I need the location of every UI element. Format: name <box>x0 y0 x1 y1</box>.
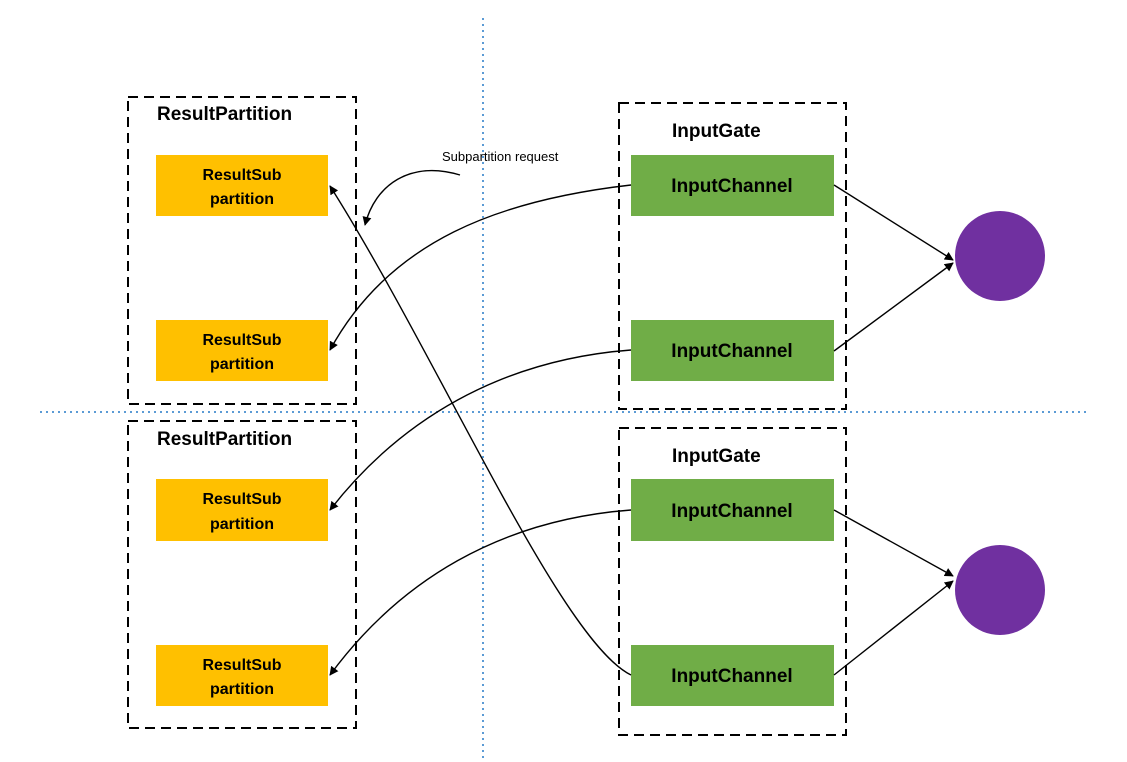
input-gate-1: InputGate InputChannel InputChannel <box>618 102 847 410</box>
edge-channel-2-1-to-subpartition-2-2 <box>329 509 632 676</box>
result-partition-2-border <box>127 420 357 729</box>
input-gate-2-title: InputGate <box>672 446 761 467</box>
input-gate-1-title: InputGate <box>672 121 761 142</box>
edge-channel-2-2-to-node-2 <box>833 580 954 676</box>
input-gate-2: InputGate InputChannel InputChannel <box>618 427 847 736</box>
edge-channel-1-1-to-subpartition-1-2 <box>329 184 632 351</box>
result-subpartition-2-1: ResultSub partition <box>156 479 328 541</box>
input-channel-2-2: InputChannel <box>631 645 834 706</box>
input-channel-1-1-box <box>631 155 834 216</box>
input-channel-2-2-box <box>631 645 834 706</box>
subpartition-request-label: Subpartition request <box>442 149 559 164</box>
input-channel-1-1: InputChannel <box>631 155 834 216</box>
input-channel-1-1-label: InputChannel <box>671 176 792 197</box>
input-channel-1-2: InputChannel <box>631 320 834 381</box>
input-channel-1-2-label: InputChannel <box>671 341 792 362</box>
result-partition-2-title: ResultPartition <box>157 429 292 450</box>
result-subpartition-2-2-box <box>156 645 328 706</box>
task-node-2 <box>955 545 1045 635</box>
input-channel-2-1-label: InputChannel <box>671 501 792 522</box>
subpartition-request-arrow <box>362 170 461 226</box>
result-partition-1-title: ResultPartition <box>157 104 292 125</box>
edge-channel-1-2-to-node-1 <box>833 262 954 352</box>
result-partition-1: ResultPartition ResultSub partition Resu… <box>127 96 357 405</box>
result-subpartition-1-1-line2: partition <box>210 191 274 208</box>
input-channel-2-2-label: InputChannel <box>671 666 792 687</box>
task-node-1 <box>955 211 1045 301</box>
result-subpartition-1-1: ResultSub partition <box>156 155 328 216</box>
result-partition-2: ResultPartition ResultSub partition Resu… <box>127 420 357 729</box>
input-channel-1-2-box <box>631 320 834 381</box>
result-subpartition-1-1-box <box>156 155 328 216</box>
edge-channel-1-1-to-node-1 <box>833 184 954 261</box>
input-channel-2-1: InputChannel <box>631 479 834 541</box>
result-subpartition-1-2-box <box>156 320 328 381</box>
edge-channel-2-1-to-node-2 <box>833 509 954 577</box>
result-subpartition-1-2: ResultSub partition <box>156 320 328 381</box>
result-subpartition-1-1-line1: ResultSub <box>202 167 281 184</box>
result-subpartition-2-2-line2: partition <box>210 681 274 698</box>
result-subpartition-2-1-line2: partition <box>210 516 274 533</box>
result-subpartition-2-1-line1: ResultSub <box>202 491 281 508</box>
input-channel-2-1-box <box>631 479 834 541</box>
result-subpartition-1-2-line2: partition <box>210 356 274 373</box>
input-gate-1-border <box>618 102 847 410</box>
result-subpartition-2-2: ResultSub partition <box>156 645 328 706</box>
edge-channel-2-2-to-subpartition-1-1 <box>329 185 632 676</box>
result-partition-1-border <box>127 96 357 405</box>
result-subpartition-2-1-box <box>156 479 328 541</box>
result-subpartition-1-2-line1: ResultSub <box>202 332 281 349</box>
result-subpartition-2-2-line1: ResultSub <box>202 657 281 674</box>
input-gate-2-border <box>618 427 847 736</box>
edge-channel-1-2-to-subpartition-2-1 <box>329 349 632 511</box>
